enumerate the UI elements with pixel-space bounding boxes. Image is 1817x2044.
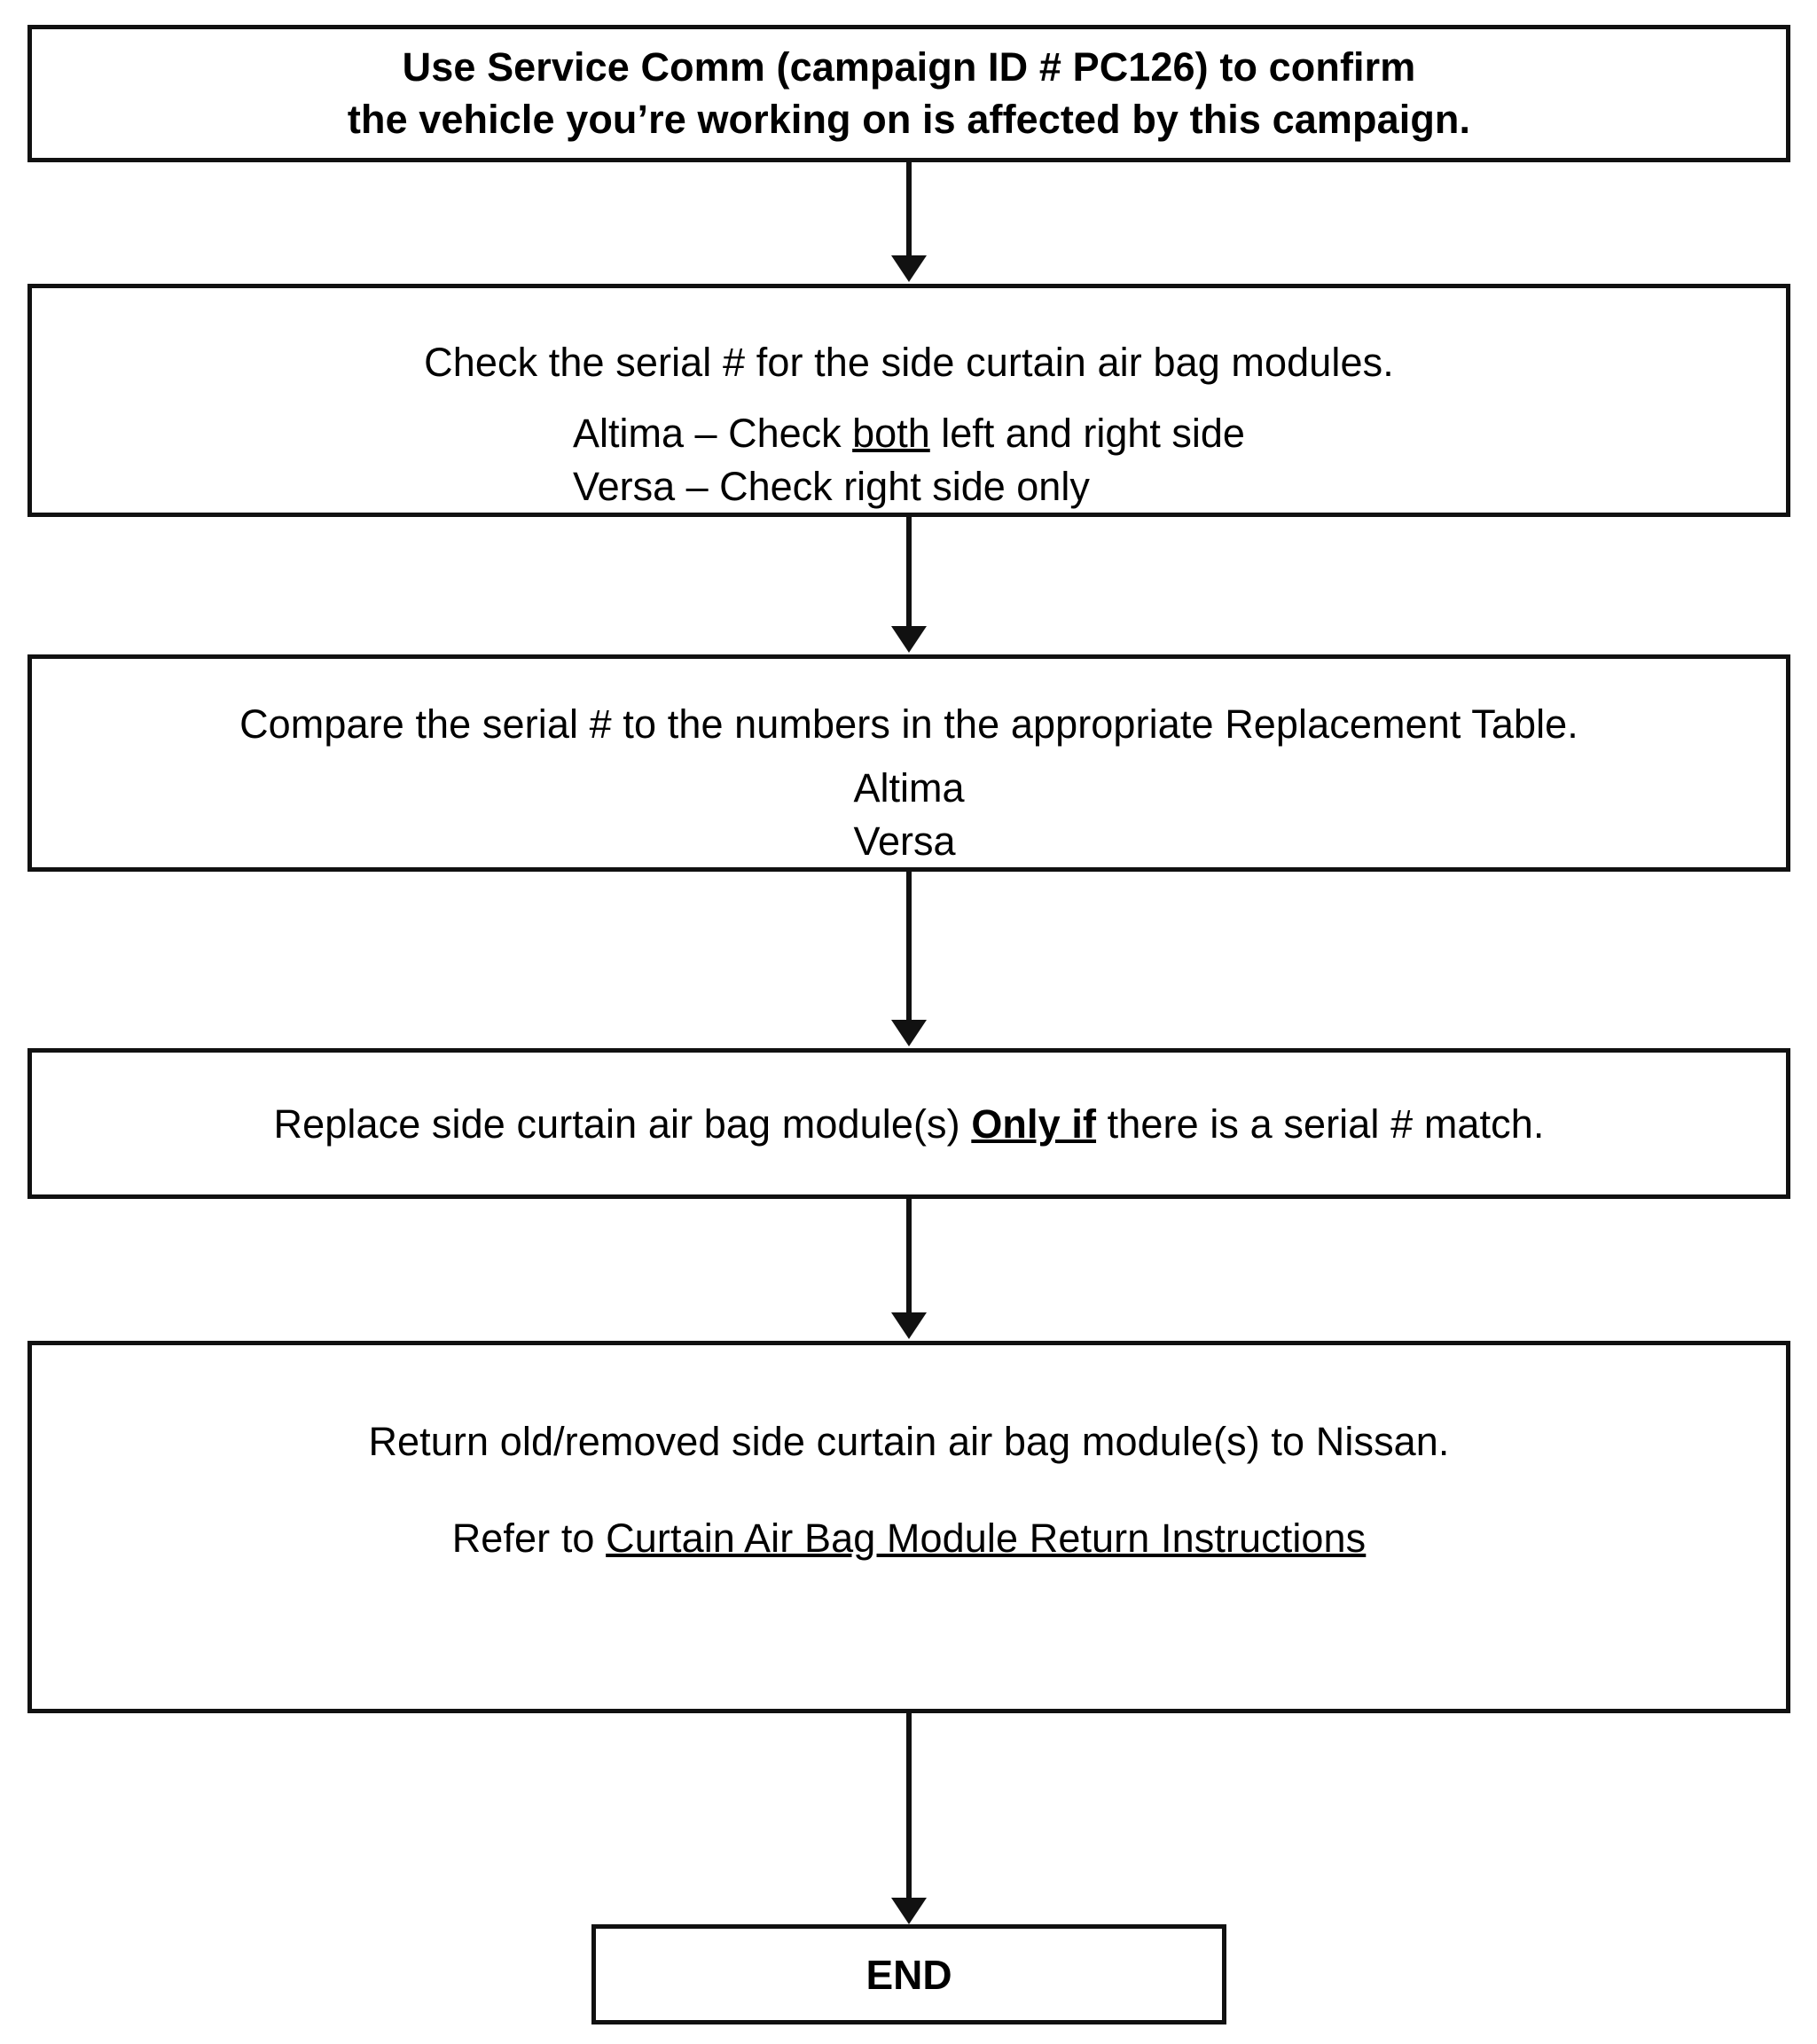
arrow-head-2 xyxy=(891,626,927,653)
connector-1 xyxy=(906,162,912,255)
arrow-head-3 xyxy=(891,1020,927,1046)
step2-altima-emphasis: both xyxy=(852,411,930,457)
step4-heading-post: there is a serial # match. xyxy=(1096,1101,1545,1147)
step2-sub-block: Altima – Check both left and right side … xyxy=(573,407,1245,513)
arrow-head-1 xyxy=(891,255,927,282)
connector-2 xyxy=(906,517,912,626)
end-terminator: END xyxy=(591,1924,1226,2024)
step5-reference: Refer to Curtain Air Bag Module Return I… xyxy=(452,1513,1367,1565)
connector-4 xyxy=(906,1199,912,1312)
step4-heading: Replace side curtain air bag module(s) O… xyxy=(274,1099,1545,1151)
step3-sub-block: Altima Versa xyxy=(853,762,964,867)
arrow-head-4 xyxy=(891,1312,927,1339)
step2-altima-pre: Altima – Check xyxy=(573,411,853,457)
connector-3 xyxy=(906,872,912,1020)
step4-heading-emphasis: Only if xyxy=(971,1101,1097,1147)
step4-heading-pre: Replace side curtain air bag module(s) xyxy=(273,1101,972,1147)
flow-step-check-serial: Check the serial # for the side curtain … xyxy=(27,284,1790,517)
flow-step-service-comm: Use Service Comm (campaign ID # PC126) t… xyxy=(27,25,1790,162)
curtain-air-bag-return-instructions-link[interactable]: Curtain Air Bag Module Return Instructio… xyxy=(606,1515,1367,1561)
flow-step-compare-serial: Compare the serial # to the numbers in t… xyxy=(27,654,1790,872)
step2-altima-post: left and right side xyxy=(929,411,1245,457)
step5-heading: Return old/removed side curtain air bag … xyxy=(368,1419,1450,1464)
step2-sub-line-versa: Versa – Check right side only xyxy=(573,463,1090,509)
arrow-head-5 xyxy=(891,1898,927,1924)
step1-line-2: the vehicle you’re working on is affecte… xyxy=(347,96,1471,142)
flow-step-replace-module: Replace side curtain air bag module(s) O… xyxy=(27,1048,1790,1199)
step1-line-1: Use Service Comm (campaign ID # PC126) t… xyxy=(402,44,1416,90)
end-label: END xyxy=(865,1951,952,1998)
step2-heading: Check the serial # for the side curtain … xyxy=(424,340,1394,385)
step2-sub-line-altima: Altima – Check both left and right side xyxy=(573,407,1245,459)
step3-sub-line-versa: Versa xyxy=(853,818,956,864)
flow-step-return-module: Return old/removed side curtain air bag … xyxy=(27,1341,1790,1713)
step5-reference-pre: Refer to xyxy=(451,1515,607,1561)
connector-5 xyxy=(906,1713,912,1898)
step3-heading: Compare the serial # to the numbers in t… xyxy=(239,701,1578,747)
step3-sub-line-altima: Altima xyxy=(853,765,965,811)
